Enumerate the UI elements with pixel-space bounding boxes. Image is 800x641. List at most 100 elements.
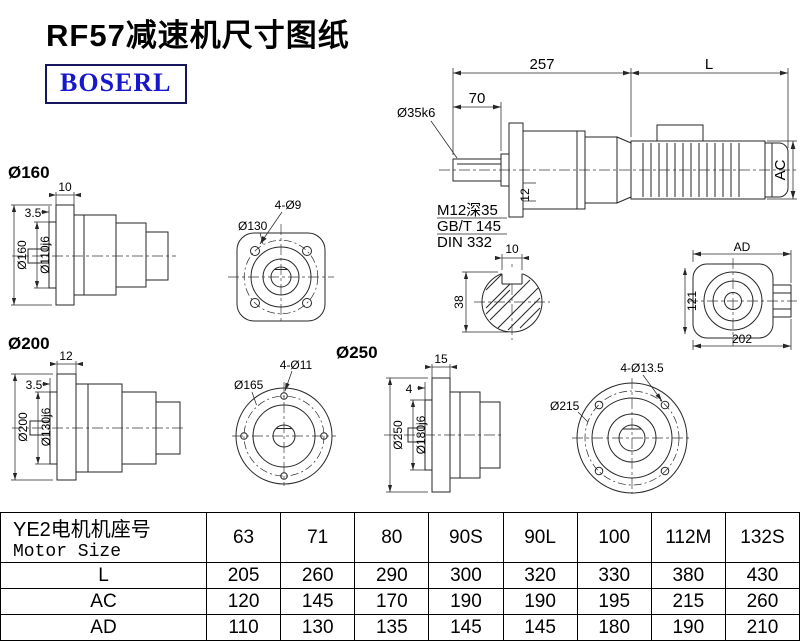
table-row-AC: AC 120 145 170 190 190 195 215 260 — [0, 588, 800, 615]
shaft-section-dimensions — [462, 254, 529, 333]
dim-label-160-35: 3.5 — [25, 206, 42, 220]
flange250-dimensions — [386, 364, 457, 493]
AD-value: 210 — [724, 614, 800, 641]
size-112m: 112M — [650, 512, 726, 563]
bolt130-dimensions — [259, 211, 283, 245]
L-value: 380 — [650, 562, 726, 589]
label-flange160: Ø160 — [8, 163, 50, 182]
table-row-L: L 205 260 290 300 320 330 380 430 — [0, 562, 800, 589]
dim-label-d215: Ø215 — [550, 399, 580, 413]
boserl-logo: BOSERL — [45, 64, 187, 104]
AC-value: 215 — [650, 588, 726, 615]
L-value: 320 — [502, 562, 578, 589]
L-value: 430 — [724, 562, 800, 589]
dim-label-AD: AD — [734, 242, 751, 254]
shaft-section-geometry — [474, 264, 550, 340]
AD-value: 145 — [428, 614, 504, 641]
flange160-geometry — [12, 204, 176, 306]
AC-value: 190 — [502, 588, 578, 615]
bolt165-geometry — [232, 382, 336, 486]
AD-value: 180 — [576, 614, 652, 641]
L-value: 330 — [576, 562, 652, 589]
AC-value: 195 — [576, 588, 652, 615]
AD-value: 145 — [502, 614, 578, 641]
L-value: 260 — [280, 562, 356, 589]
flange250-side-view: 15 4 Ø250 Ø180j6 — [384, 352, 502, 493]
dim-label-key-10: 10 — [505, 242, 519, 256]
dim-label-4xd9: 4-Ø9 — [275, 198, 302, 212]
dim-label-d165: Ø165 — [234, 378, 264, 392]
flange160-dimensions — [11, 192, 81, 306]
L-value: 205 — [205, 562, 282, 589]
dim-label-200-12: 12 — [59, 350, 73, 363]
dim-label-160-10: 10 — [58, 180, 72, 194]
flange160-side-view: 10 3.5 Ø160 Ø110j6 — [11, 180, 176, 306]
bolt165-dimensions — [251, 370, 293, 406]
dim-label-250-15: 15 — [434, 352, 448, 366]
dim-label-250-4: 4 — [406, 382, 413, 396]
dim-label-d250: Ø250 — [391, 420, 405, 450]
main-drawing-geometry — [439, 122, 797, 218]
row-label-L: L — [0, 562, 207, 589]
table-row-AD: AD 110 130 135 145 145 180 190 210 — [0, 614, 800, 641]
bolt215-front-view: 4-Ø13.5 Ø215 — [550, 361, 692, 494]
row-label-AD: AD — [0, 614, 207, 641]
bolt215-geometry — [572, 378, 692, 494]
page-title: RF57减速机尺寸图纸 — [46, 18, 350, 53]
row-label-AC: AC — [0, 588, 207, 615]
AD-value: 110 — [205, 614, 282, 641]
dim-label-d180j6: Ø180j6 — [414, 415, 428, 454]
bolt130-geometry — [228, 224, 334, 324]
AD-value: 130 — [280, 614, 356, 641]
size-63: 63 — [205, 512, 282, 563]
dim-label-d110j6: Ø110j6 — [38, 236, 52, 274]
L-value: 300 — [428, 562, 504, 589]
dim-label-d160: Ø160 — [15, 240, 29, 270]
motor-size-header-cn: YE2电机机座号 — [13, 519, 151, 541]
flange200-dimensions — [11, 361, 83, 481]
size-90s: 90S — [428, 512, 504, 563]
note-din-standard: DIN 332 — [437, 234, 492, 251]
dim-label-AC: AC — [772, 159, 789, 180]
AD-value: 135 — [354, 614, 430, 641]
AC-value: 120 — [205, 588, 282, 615]
bolt130-front-view: 4-Ø9 Ø130 — [228, 198, 334, 324]
dim-label-key-38: 38 — [452, 295, 466, 309]
size-90l: 90L — [502, 512, 578, 563]
main-assembly-drawing: 257 L 70 Ø35k6 AC 12 M12深35 GB/T 145 DIN… — [397, 56, 797, 251]
flange200-geometry — [12, 373, 184, 481]
dim-label-d200: Ø200 — [16, 412, 30, 442]
dim-label-L: L — [705, 56, 713, 73]
flange200-side-view: 12 3.5 Ø200 Ø130j6 — [11, 350, 184, 481]
ad-view-dimensions — [682, 250, 792, 350]
dim-label-200-35: 3.5 — [26, 378, 43, 392]
dim-label-4xd11: 4-Ø11 — [280, 358, 313, 372]
motor-size-header-en: Motor Size — [13, 542, 122, 562]
table-header-row: YE2电机机座号 Motor Size 63 71 80 90S 90L 100… — [0, 512, 800, 563]
ad-view-geometry — [687, 258, 797, 346]
dim-label-70: 70 — [469, 90, 486, 107]
boserl-logo-text: BOSERL — [60, 68, 172, 97]
AD-value: 190 — [650, 614, 726, 641]
dim-label-12: 12 — [518, 188, 532, 202]
size-71: 71 — [280, 512, 356, 563]
ad-end-view: AD 121 202 — [682, 242, 797, 350]
AC-value: 170 — [354, 588, 430, 615]
AC-value: 260 — [724, 588, 800, 615]
note-tapped-hole: M12深35 — [437, 202, 498, 219]
size-80: 80 — [354, 512, 430, 563]
bolt215-dimensions — [577, 374, 663, 423]
AC-value: 145 — [280, 588, 356, 615]
motor-size-header-cell: YE2电机机座号 Motor Size — [0, 512, 207, 563]
label-flange250: Ø250 — [336, 343, 378, 362]
label-flange200: Ø200 — [8, 334, 50, 353]
dim-label-4xd135: 4-Ø13.5 — [620, 361, 664, 375]
dim-label-d130j6: Ø130j6 — [39, 407, 53, 446]
note-gbt-standard: GB/T 145 — [437, 218, 501, 235]
L-value: 290 — [354, 562, 430, 589]
flange250-geometry — [384, 377, 502, 493]
dim-label-257: 257 — [529, 56, 554, 73]
bolt165-front-view: 4-Ø11 Ø165 — [232, 358, 336, 486]
dim-label-202: 202 — [732, 332, 752, 346]
